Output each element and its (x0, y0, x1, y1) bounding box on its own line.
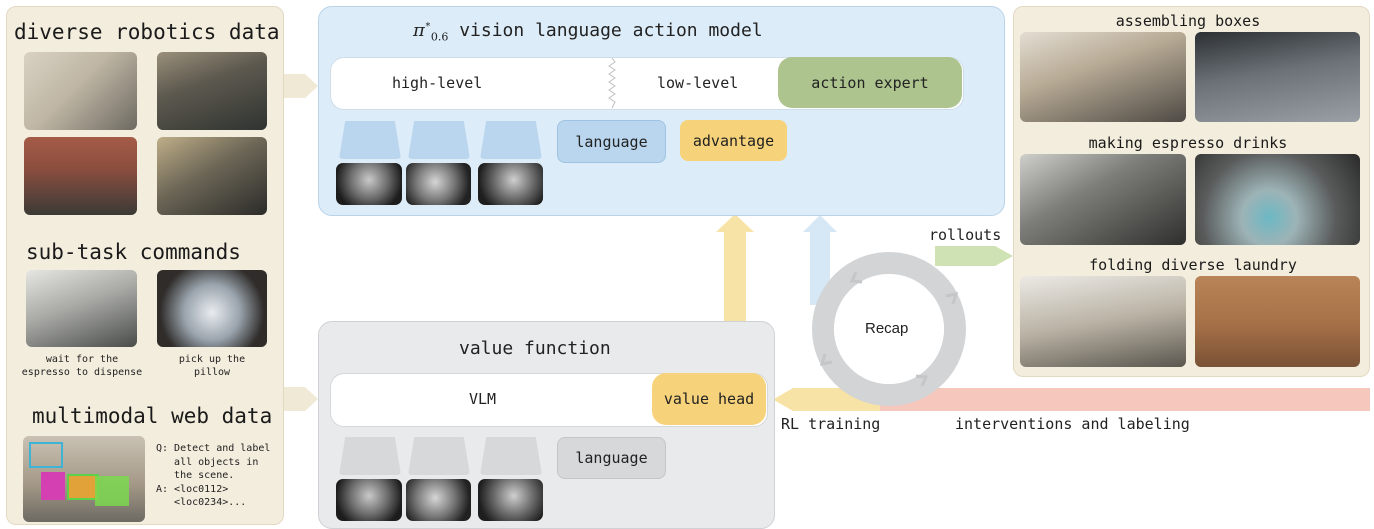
vla-title-text: vision language action model (448, 20, 763, 41)
arrow-value-to-vla (716, 214, 754, 322)
vf-camera-1 (336, 479, 402, 521)
robot-photo-kitchen (24, 137, 137, 215)
interventions-label: interventions and labeling (955, 415, 1190, 433)
task-photo-boxes-2 (1195, 32, 1360, 122)
task-title-espresso: making espresso drinks (1088, 134, 1288, 152)
vla-token-1 (339, 121, 401, 159)
vla-title-symbol: π (413, 20, 425, 41)
task-photo-laundry-2 (1195, 276, 1360, 367)
vf-token-1 (339, 437, 401, 475)
rl-training-label: RL training (781, 415, 881, 433)
arrow-data-to-vla (282, 74, 318, 98)
arrow-rollouts (935, 246, 1013, 266)
task-photo-espresso-2 (1195, 154, 1360, 245)
task-photo-laundry-1 (1020, 276, 1186, 367)
vla-token-2 (408, 121, 470, 159)
vla-token-3 (480, 121, 542, 159)
robotics-data-heading: diverse robotics data (14, 20, 280, 44)
task-photo-boxes-1 (1020, 32, 1186, 122)
action-expert-block: action expert (778, 57, 962, 108)
subtask-caption-espresso: wait for the espresso to dispense (21, 354, 143, 378)
high-level-label: high-level (392, 74, 483, 92)
robot-photo-counter (157, 137, 267, 215)
split-zigzag (608, 58, 616, 108)
arrow-data-to-value (282, 387, 318, 411)
robot-photo-table (157, 52, 267, 130)
task-photo-espresso-1 (1020, 154, 1186, 245)
recap-label: Recap (865, 320, 909, 337)
vla-language-token: language (557, 120, 666, 163)
rollouts-label: rollouts (929, 226, 1002, 244)
subtask-caption-pillow: pick up the pillow (178, 354, 246, 378)
robot-photo-bed (24, 52, 137, 130)
subtask-heading: sub-task commands (26, 240, 241, 264)
web-detection-image (23, 436, 145, 522)
low-level-label: low-level (657, 74, 739, 92)
vf-language-token: language (557, 437, 666, 479)
vla-title: π*0.6 vision language action model (413, 20, 763, 44)
vf-token-2 (408, 437, 470, 475)
vf-camera-3 (478, 479, 543, 521)
vf-token-3 (480, 437, 542, 475)
web-data-heading: multimodal web data (32, 404, 273, 428)
vla-title-sub: 0.6 (430, 30, 449, 44)
recap-ring (812, 252, 966, 406)
subtask-photo-pillow (157, 270, 267, 347)
vla-camera-1 (336, 163, 402, 205)
web-qa-text: Q: Detect and label all objects in the s… (156, 443, 271, 508)
vla-title-sup: * (424, 21, 431, 32)
vla-advantage-token: advantage (680, 120, 787, 161)
subtask-photo-espresso (26, 270, 137, 347)
vf-camera-2 (406, 479, 471, 521)
arrow-interventions (880, 388, 1370, 411)
task-title-laundry: folding diverse laundry (1089, 256, 1297, 274)
value-function-title: value function (459, 338, 611, 359)
vla-camera-3 (478, 163, 543, 205)
value-head-block: value head (652, 373, 766, 425)
vla-camera-2 (406, 163, 471, 205)
vlm-label: VLM (469, 390, 497, 408)
task-title-boxes: assembling boxes (1115, 12, 1261, 30)
